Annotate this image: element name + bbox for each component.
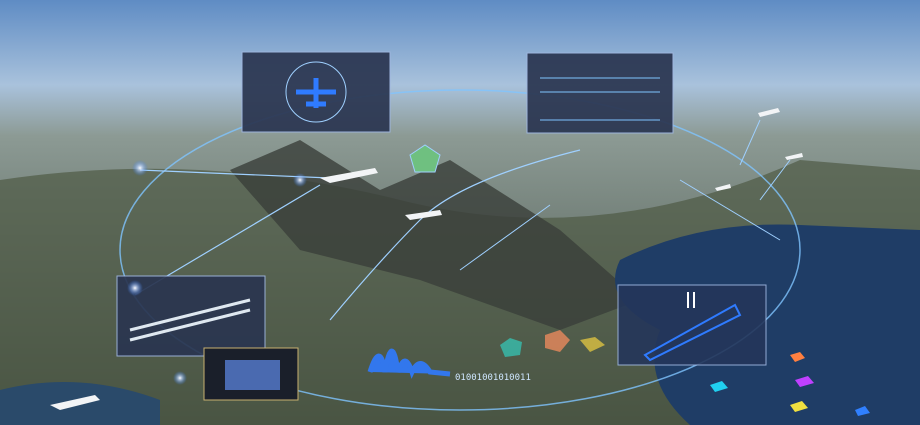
network-nodes <box>127 144 441 385</box>
data-processing-panel <box>617 284 767 366</box>
airplane-icon <box>758 108 780 117</box>
sea <box>615 224 920 425</box>
mountains <box>230 140 640 330</box>
airplane-icon <box>320 168 378 183</box>
airplane-icon <box>715 184 731 191</box>
airplane-icon <box>50 395 100 410</box>
airplane-icon <box>785 153 803 160</box>
flight-path-panel <box>526 52 674 134</box>
airplane-icon <box>405 210 442 220</box>
pilot-screen-panel <box>203 347 299 401</box>
hexagon-data-nodes <box>500 330 870 416</box>
cockpit-display-panel <box>241 51 391 133</box>
network-ring <box>119 89 801 411</box>
signal-waveform: 01001001010011 <box>367 348 531 383</box>
binary-stream: 01001001010011 <box>455 373 531 383</box>
aircraft-links <box>459 119 791 271</box>
aircraft-icons <box>50 108 803 410</box>
